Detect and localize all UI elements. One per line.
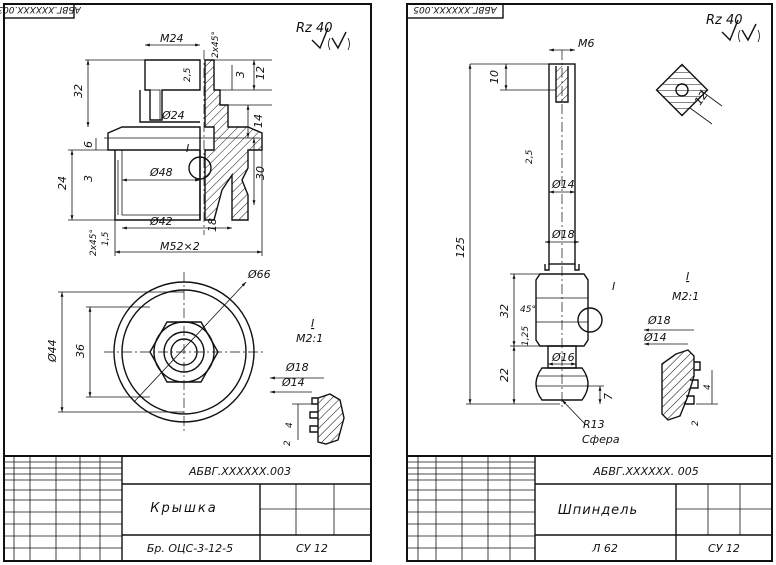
sheet-2: АБВГ.XXXXXX.005 Rz 40 I xyxy=(406,3,773,562)
dim-m6: М6 xyxy=(578,37,595,50)
sheet-1-detail-label: I xyxy=(311,317,314,330)
dim-12: 12 xyxy=(254,66,267,80)
det1-4: 4 xyxy=(285,422,295,428)
dim-phi66: Ø66 xyxy=(247,268,271,281)
dim-phi24: Ø24 xyxy=(161,109,185,122)
det1-phi18: Ø18 xyxy=(285,361,309,374)
sheet-1-front-view: I xyxy=(104,50,263,235)
dim-sphere: Сфера xyxy=(582,433,620,446)
sheet-1-top-view: Ø66 Ø44 36 xyxy=(46,268,271,432)
sheet-2-roughness-icon xyxy=(721,19,760,43)
sheet-2-title-block: АБВГ.XXXXXX. 005 Шпиндель Л 62 СУ 12 xyxy=(406,455,773,562)
sheet-1-roughness: Rz 40 xyxy=(296,21,333,36)
sheet-1-roughness-icon xyxy=(311,27,350,51)
dim-30: 30 xyxy=(254,166,267,180)
dim-24: 24 xyxy=(56,176,69,190)
dim-phi44: Ø44 xyxy=(46,339,59,363)
sheet-2-part-name: Шпиндель xyxy=(558,503,638,518)
dim-32: 32 xyxy=(498,304,511,318)
det2-2: 2 xyxy=(691,420,701,426)
sheet-2-roughness: Rz 40 xyxy=(706,13,743,28)
dim-32: 32 xyxy=(72,84,85,98)
sheet-2-detail-ref: I xyxy=(612,280,615,293)
dim-phi42: Ø42 xyxy=(149,215,173,228)
dim-phi14: Ø14 xyxy=(551,178,575,191)
sheet-1-detail-circle xyxy=(188,156,212,180)
sheet-2-spindle-view: I xyxy=(535,50,615,410)
dim-14: 14 xyxy=(252,114,265,128)
sheet-2-title-code: АБВГ.XXXXXX. 005 xyxy=(592,465,698,478)
dim-1-25: 1,25 xyxy=(521,326,531,346)
sheet-2-detail-circle xyxy=(577,307,603,333)
sheet-2-detail-scale: М2:1 xyxy=(672,290,699,303)
sheet-1-corner-box xyxy=(3,3,75,19)
dim-2-5: 2,5 xyxy=(183,67,193,82)
sheet-1-material: Бр. ОЦС-3-12-5 xyxy=(147,542,233,555)
sheet-2-material: Л 62 xyxy=(591,542,618,555)
det2-phi18: Ø18 xyxy=(647,314,671,327)
sheet-2-dimensions: М6 10 2,5 Ø14 125 Ø18 32 45° 1,25 22 Ø16 xyxy=(454,37,620,446)
det2-4: 4 xyxy=(703,384,713,390)
sheet-1-corner-code: АБВГ.XXXXXX.003 xyxy=(0,4,82,14)
sheet-1-part-name: Крышка xyxy=(150,501,217,516)
dim-phi18: Ø18 xyxy=(551,228,575,241)
dim-18: 18 xyxy=(206,218,219,232)
dim-2-5: 2,5 xyxy=(525,149,535,164)
dim-chamfer-top: 2x45° xyxy=(211,31,221,58)
dim-22: 22 xyxy=(498,368,511,382)
det1-2: 2 xyxy=(283,440,293,446)
dim-phi16: Ø16 xyxy=(551,351,575,364)
dim-6: 6 xyxy=(82,141,95,148)
dim-7: 7 xyxy=(602,393,615,400)
dim-m52: М52×2 xyxy=(160,240,200,253)
sheet-2-corner-code: АБВГ.XXXXXX.005 xyxy=(413,4,498,14)
sheet-2-scale-std: СУ 12 xyxy=(708,542,740,555)
dim-phi48: Ø48 xyxy=(149,166,173,179)
dim-3b: 3 xyxy=(82,175,95,182)
sheet-2-corner-box xyxy=(406,3,504,19)
sheet-2-detail-view: I М2:1 Ø18 Ø14 4 2 xyxy=(643,270,718,426)
dim-1-5: 1,5 xyxy=(101,231,111,246)
sheet-1-section-hatch xyxy=(204,59,263,221)
dim-r13: R13 xyxy=(583,418,605,431)
sheet-1-scale-std: СУ 12 xyxy=(296,542,328,555)
sheet-1-detail-ref: I xyxy=(186,142,189,155)
sheet-2-square-section: 12 xyxy=(655,63,723,125)
sheet-1-title-block: АБВГ.XXXXXX.003 Крышка Бр. ОЦС-3-12-5 СУ… xyxy=(3,455,372,562)
det2-phi14: Ø14 xyxy=(643,331,667,344)
dim-chamfer-bot: 2x45° xyxy=(89,229,99,256)
sheet-2-detail-label: I xyxy=(686,270,689,283)
sheet-1-detail-scale: М2:1 xyxy=(296,332,323,345)
dim-125: 125 xyxy=(454,237,467,258)
det1-phi14: Ø14 xyxy=(281,376,305,389)
dim-3a: 3 xyxy=(234,71,247,78)
dim-36: 36 xyxy=(74,344,87,358)
sheet-1-dimensions-front: М24 2x45° 32 2,5 3 12 Ø24 14 6 24 3 Ø48 xyxy=(56,31,272,256)
dim-45deg: 45° xyxy=(520,305,536,315)
dim-m24: М24 xyxy=(160,32,184,45)
sheet-1: АБВГ.XXXXXX.003 Rz 40 xyxy=(0,3,372,562)
dim-10: 10 xyxy=(488,70,501,84)
sheet-1-title-code: АБВГ.XXXXXX.003 xyxy=(188,465,291,478)
sheet-1-detail-view: I М2:1 Ø18 Ø14 4 2 xyxy=(270,317,345,446)
